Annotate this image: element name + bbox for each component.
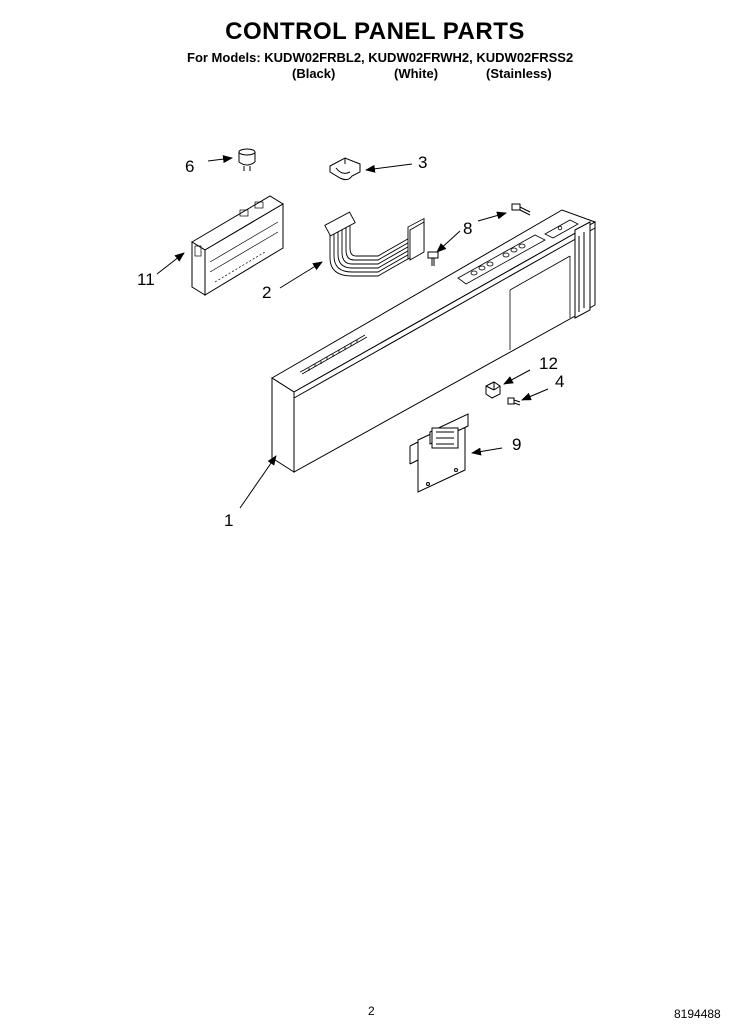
part-8-screw-left	[427, 251, 439, 266]
callout-11: 11	[137, 270, 155, 289]
part-9-switch-bracket	[409, 413, 469, 493]
part-12-cap	[485, 381, 501, 399]
variant-stainless: (Stainless)	[486, 66, 552, 81]
part-11-control-board	[191, 195, 284, 296]
callout-4: 4	[555, 372, 564, 391]
page-title: CONTROL PANEL PARTS	[225, 18, 525, 45]
callout-2: 2	[262, 283, 271, 302]
part-1-control-panel	[271, 209, 597, 473]
callout-8: 8	[463, 219, 472, 238]
vent-slots	[299, 334, 368, 375]
part-3-clip	[329, 157, 361, 181]
callout-3: 3	[418, 153, 427, 172]
part-2-ribbon-cable	[324, 211, 425, 277]
callout-6: 6	[185, 157, 194, 176]
document-number: 8194488	[674, 1007, 721, 1021]
part-6-knob	[238, 148, 256, 171]
callout-9: 9	[512, 435, 521, 454]
callout-1: 1	[224, 511, 233, 530]
variant-white: (White)	[394, 66, 439, 81]
page-number: 2	[368, 1004, 375, 1018]
part-4-screw	[507, 397, 521, 406]
variant-black: (Black)	[292, 66, 336, 81]
models-line: For Models: KUDW02FRBL2, KUDW02FRWH2, KU…	[187, 50, 574, 65]
button-panel	[457, 219, 579, 285]
part-8-screw-right	[511, 203, 531, 216]
leader-lines	[156, 155, 549, 509]
callout-12: 12	[539, 354, 558, 373]
